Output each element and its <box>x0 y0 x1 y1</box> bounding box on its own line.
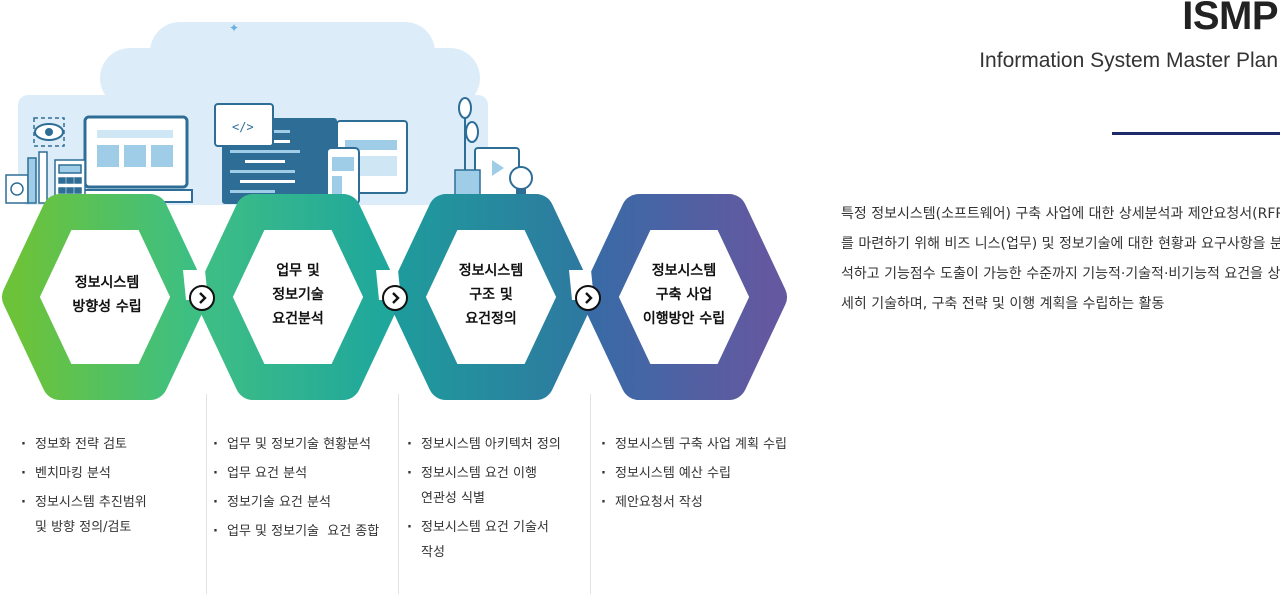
step-4-tasks: 정보시스템 구축 사업 계획 수립 정보시스템 예산 수립 제안요청서 작성 <box>597 432 787 519</box>
page-title: ISMP <box>1182 0 1278 38</box>
step-1-tasks: 정보화 전략 검토 벤치마킹 분석 정보시스템 추진범위 및 방향 정의/검토 <box>17 432 147 544</box>
eye-icon <box>33 117 65 147</box>
description-text: 특정 정보시스템(소프트웨어) 구축 사업에 대한 상세분석과 제안요청서(RF… <box>841 206 1280 312</box>
page-subtitle: Information System Master Plan <box>979 49 1278 72</box>
title-underline <box>1112 132 1280 135</box>
next-arrow-icon <box>189 285 215 311</box>
column-divider <box>590 394 591 594</box>
task-item: 업무 및 정보기술 현황분석 <box>209 432 379 457</box>
task-item: 업무 요건 분석 <box>209 461 379 486</box>
step-2-tasks: 업무 및 정보기술 현황분석 업무 요건 분석 정보기술 요건 분석 업무 및 … <box>209 432 379 548</box>
svg-text:</>: </> <box>232 120 254 134</box>
stationery-icon <box>5 151 86 204</box>
task-item: 벤치마킹 분석 <box>17 461 147 486</box>
task-item: 정보기술 요건 분석 <box>209 490 379 515</box>
task-item: 정보시스템 추진범위 및 방향 정의/검토 <box>17 490 147 540</box>
sparkle-icon: ✦ <box>229 21 239 35</box>
step-3-tasks: 정보시스템 아키텍처 정의 정보시스템 요건 이행 연관성 식별 정보시스템 요… <box>403 432 561 569</box>
next-arrow-icon <box>382 285 408 311</box>
column-divider <box>398 394 399 594</box>
task-item: 정보화 전략 검토 <box>17 432 147 457</box>
step-2-label: 업무 및 정보기술 요건분석 <box>272 263 324 327</box>
task-item: 정보시스템 요건 이행 연관성 식별 <box>403 461 561 511</box>
code-window-icon: </> <box>214 103 408 205</box>
hex-step-1 <box>2 194 208 400</box>
task-item: 정보시스템 예산 수립 <box>597 461 787 486</box>
step-3-label: 정보시스템 구조 및 요건정의 <box>458 263 524 327</box>
lightbulb-plant-icon <box>454 97 533 205</box>
step-4-label: 정보시스템 구축 사업 이행방안 수립 <box>642 263 726 327</box>
task-item: 정보시스템 아키텍처 정의 <box>403 432 561 457</box>
next-arrow-icon <box>575 285 601 311</box>
task-item: 정보시스템 요건 기술서 작성 <box>403 515 561 565</box>
monitor-icon <box>79 115 193 203</box>
task-item: 업무 및 정보기술 요건 종합 <box>209 519 379 544</box>
task-item: 정보시스템 구축 사업 계획 수립 <box>597 432 787 457</box>
column-divider <box>206 394 207 594</box>
step-1-label: 정보시스템 방향성 수립 <box>72 275 142 315</box>
task-item: 제안요청서 작성 <box>597 490 787 515</box>
